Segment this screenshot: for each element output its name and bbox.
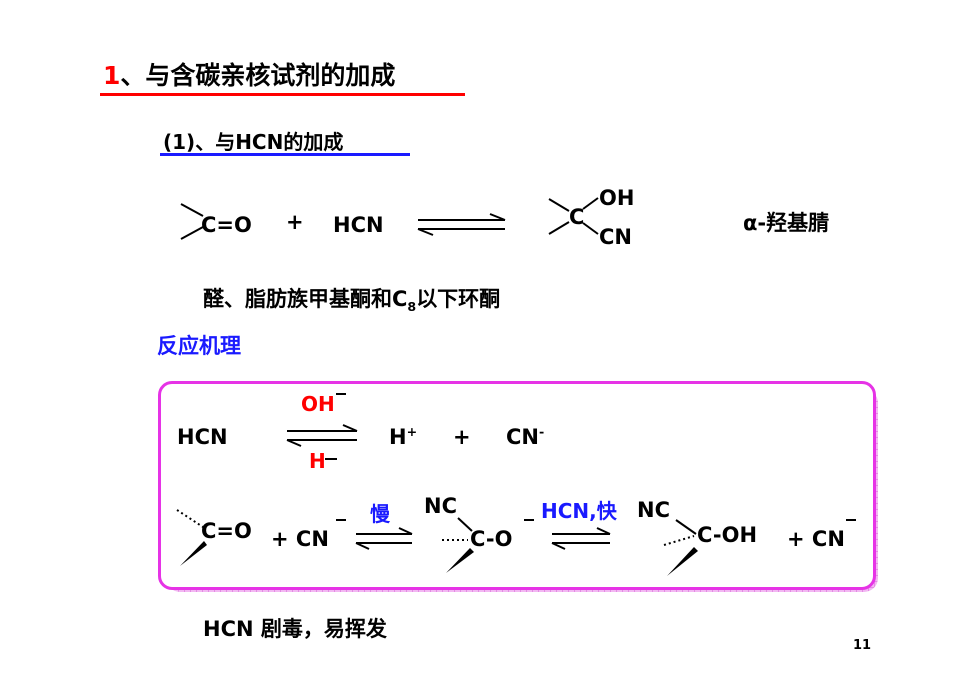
mech-slow-forward-arrowhead: [398, 527, 413, 535]
cyanohydrin-dashed-bond: [663, 535, 695, 546]
mech-alkoxide: C-O: [470, 527, 513, 551]
mech-slow-reverse-arrowhead: [355, 542, 370, 550]
cyanohydrin-nc-bond: [675, 519, 697, 535]
eq1-reverse-arrowhead: [417, 228, 434, 236]
mech-row1-forward-arrowhead: [342, 424, 358, 432]
eq1-product-oh: OH: [599, 186, 635, 210]
subheading: (1)、与HCN的加成: [163, 130, 344, 154]
mech-h-catalyst: H: [309, 449, 326, 473]
eq1-forward-arrowhead: [489, 213, 506, 221]
page-number: 11: [853, 638, 872, 653]
alkoxide-nc-bond: [457, 517, 473, 532]
mechanism-title: 反应机理: [157, 334, 241, 358]
mech-slow-label: 慢: [370, 502, 390, 526]
scope-subscript: 8: [407, 299, 417, 315]
mech-nc-2: NC: [637, 498, 670, 522]
mech-cyanohydrin: C-OH: [697, 523, 758, 547]
eq1-reactant-bond-upper: [180, 203, 204, 217]
mech-carbonyl: C=O: [201, 519, 252, 543]
scope-prefix: 醛、脂肪族甲基酮和C: [203, 287, 408, 311]
cyanohydrin-wedge-bond: [667, 547, 698, 576]
eq1-product-bond-upper: [548, 198, 570, 212]
heading-text: 、与含碳亲核试剂的加成: [120, 61, 396, 90]
mech-plus: +: [453, 425, 471, 449]
hcn-note: HCN 剧毒，易挥发: [203, 617, 387, 641]
mechanism-box: [158, 381, 876, 590]
mech-plus-cn: + CN: [271, 527, 329, 551]
carbonyl-dashed-bond: [176, 509, 204, 528]
scope-line: 醛、脂肪族甲基酮和C8以下环酮: [203, 283, 500, 314]
mech-fast-reverse-arrowhead: [551, 542, 566, 550]
eq1-product-bond-lower: [548, 221, 570, 235]
heading-number: 1: [103, 61, 121, 90]
eq1-plus: +: [286, 210, 304, 234]
eq1-reactant-bond-lower: [180, 226, 204, 240]
mech-fast-label: HCN,快: [541, 499, 617, 523]
alkoxide-wedge-bond: [446, 548, 474, 573]
eq1-reactant: C=O: [201, 213, 252, 237]
eq1-product-cn: CN: [599, 225, 632, 249]
eq1-product-c: C: [569, 205, 585, 229]
subheading-underline: [160, 153, 410, 156]
eq1-product-name: α-羟基腈: [743, 211, 830, 235]
mech-hcn: HCN: [177, 425, 228, 449]
mech-fast-forward-arrowhead: [596, 527, 611, 535]
scope-suffix: 以下环酮: [416, 287, 501, 311]
carbonyl-wedge-bond: [180, 541, 207, 566]
heading-underline: [100, 93, 465, 96]
mech-plus-cn-2: + CN: [787, 527, 845, 551]
eq1-product-bond-cn: [582, 222, 599, 235]
mech-h-plus: H+: [389, 424, 418, 449]
eq1-reagent: HCN: [333, 213, 384, 237]
eq1-product-bond-oh: [582, 197, 599, 210]
slide-heading: 1、与含碳亲核试剂的加成: [103, 56, 395, 92]
mech-row1-reverse-arrowhead: [286, 439, 302, 447]
mech-cn-minus: CN-: [506, 424, 545, 449]
mech-nc-1: NC: [424, 494, 457, 518]
mech-oh-catalyst: OH: [301, 392, 335, 416]
